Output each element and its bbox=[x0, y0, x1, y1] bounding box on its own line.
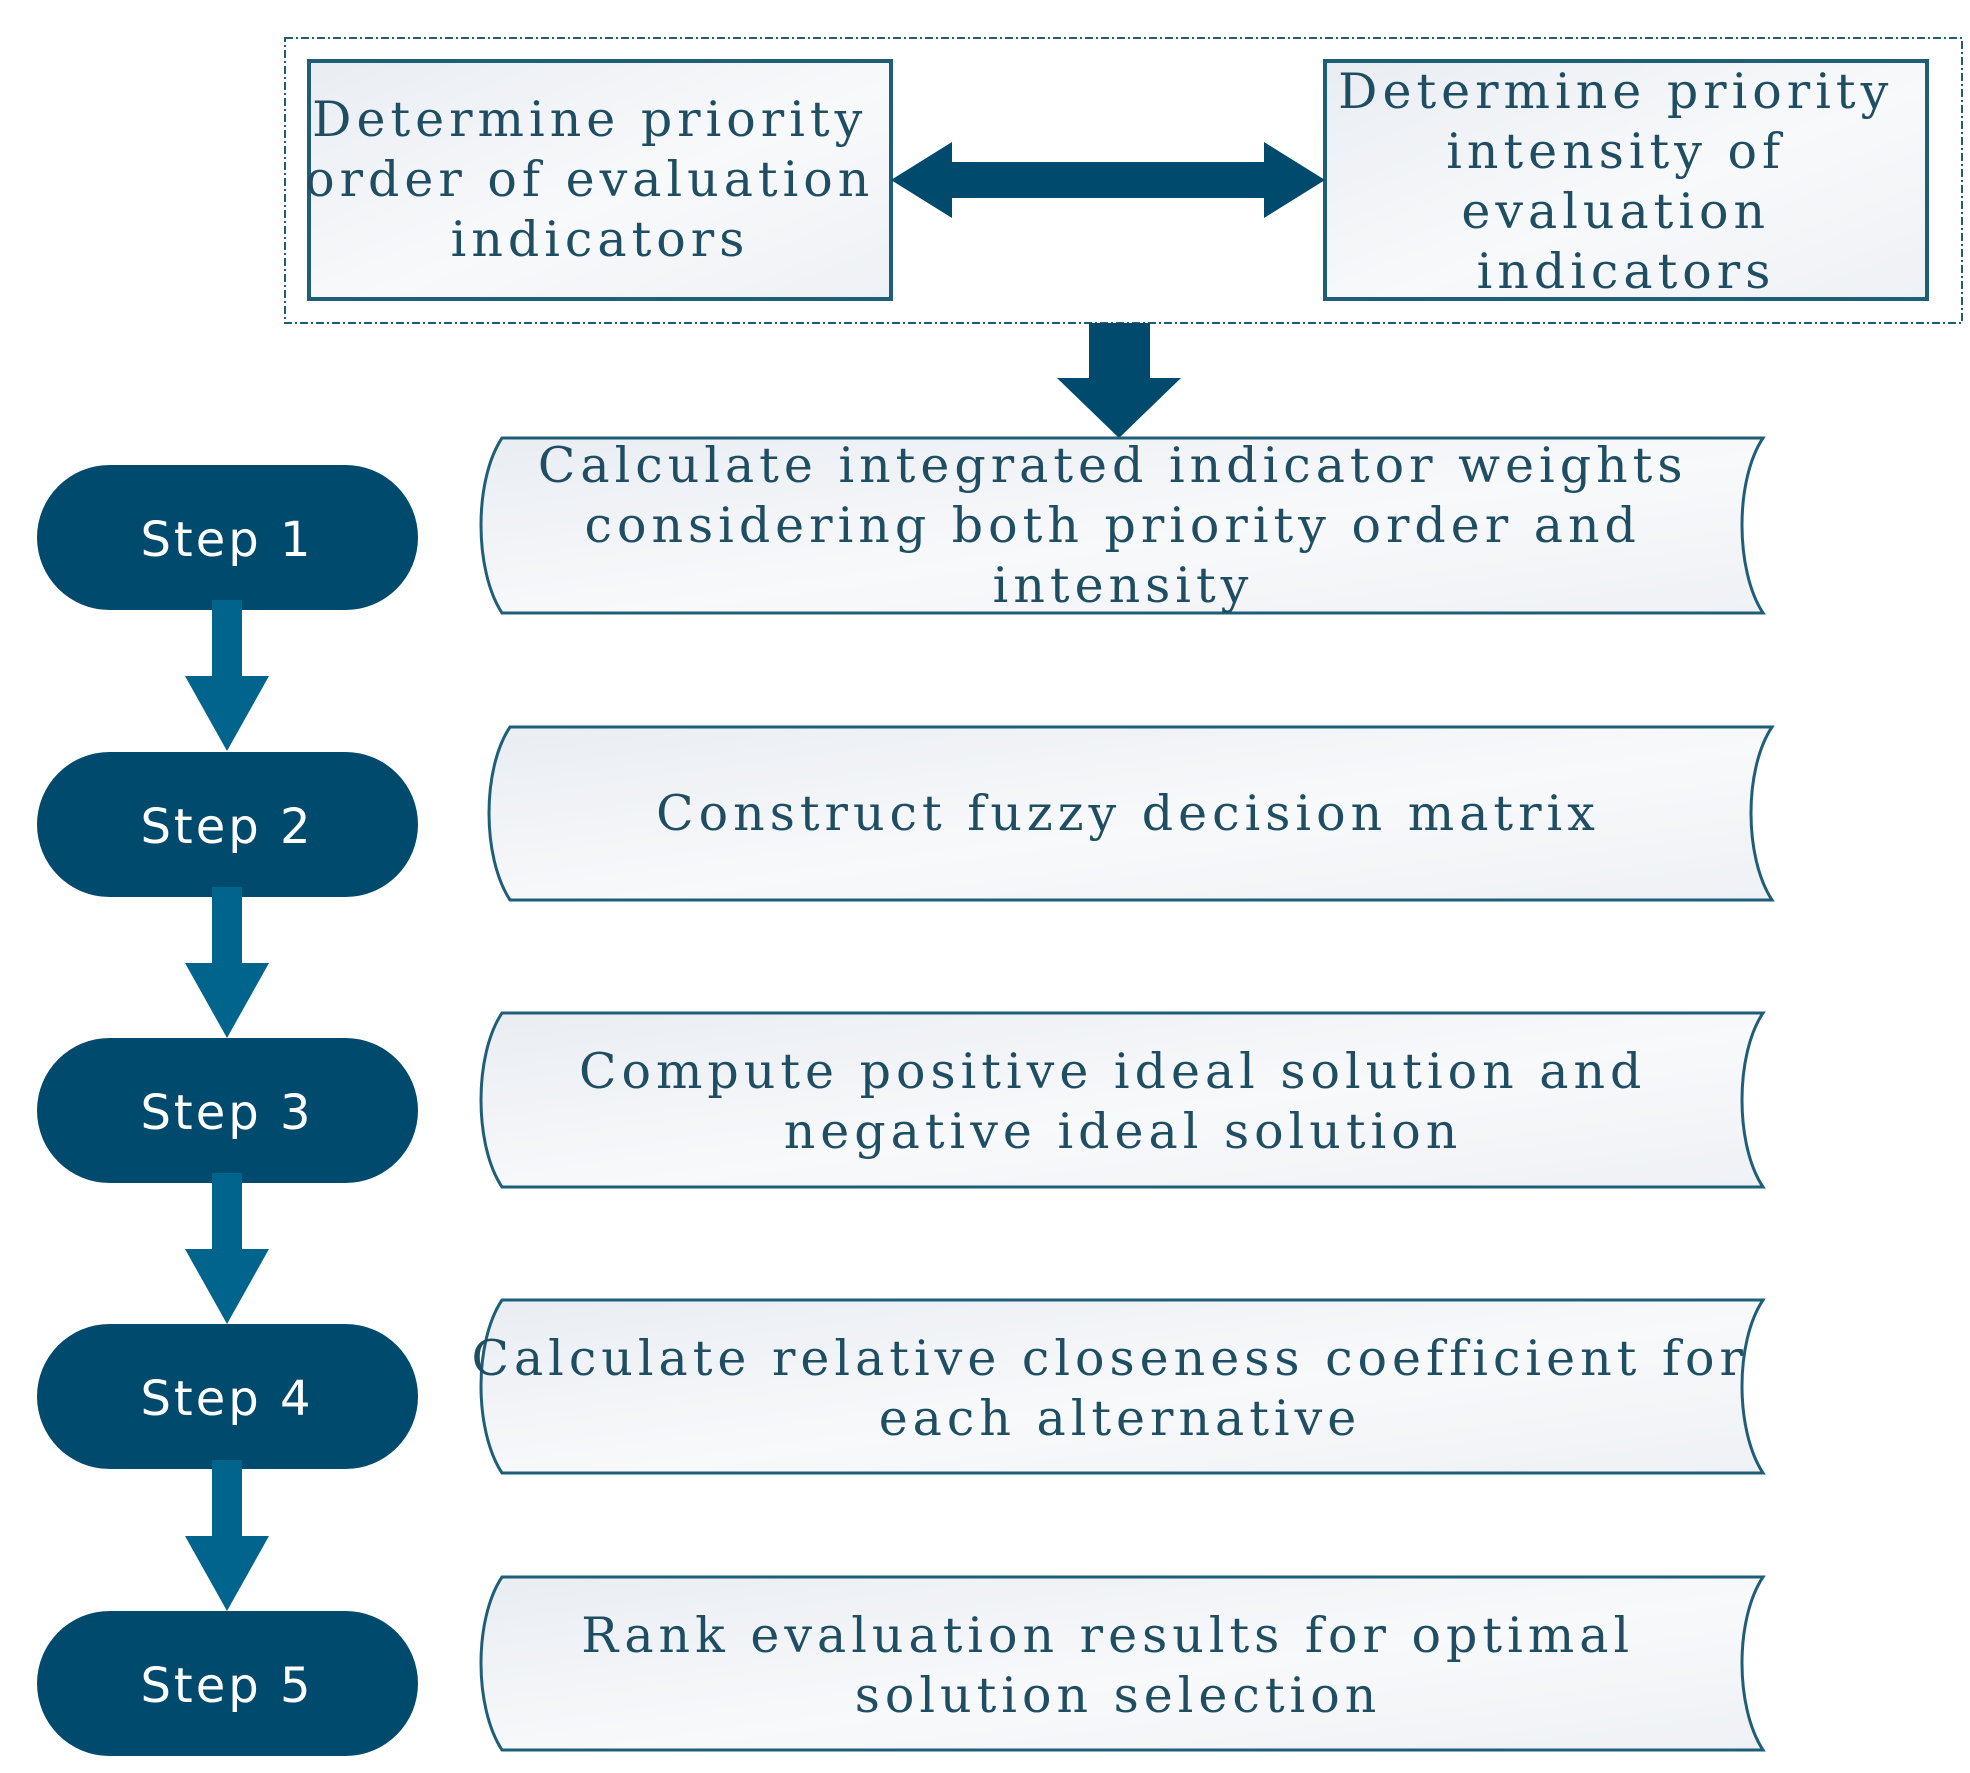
step-5-text-line-1: Rank evaluation results for optimal bbox=[581, 1607, 1634, 1664]
step-1-text-line-1: Calculate integrated indicator weights bbox=[538, 437, 1688, 494]
priority-intensity-line-2: intensity of bbox=[1446, 123, 1785, 180]
step-3-label: Step 3 bbox=[140, 1085, 313, 1141]
step-5-text-line-2: solution selection bbox=[855, 1667, 1382, 1724]
priority-order-line-2: order of evaluation bbox=[305, 151, 874, 208]
svg-text:Determine priority order: Determine priority order of evaluation i… bbox=[305, 91, 895, 268]
step-2-box bbox=[487, 725, 1775, 902]
step-5-label: Step 5 bbox=[140, 1658, 313, 1714]
step-3-text-line-1: Compute positive ideal solution and bbox=[579, 1043, 1646, 1100]
step-3-pill bbox=[37, 1038, 418, 1183]
step-2-to-3-arrow bbox=[185, 887, 269, 1038]
priority-intensity-line-3: evaluation bbox=[1461, 183, 1770, 240]
step-row-1: Step 1 Calculate integrated indicator we… bbox=[37, 436, 1766, 615]
step-row-4: Step 4 Calculate relative closeness coef… bbox=[37, 1298, 1768, 1475]
step-2-label: Step 2 bbox=[140, 799, 313, 855]
step-1-label: Step 1 bbox=[140, 512, 313, 568]
step-4-text-line-2: each alternative bbox=[879, 1390, 1362, 1447]
step-2-pill bbox=[37, 752, 418, 897]
step-1-box bbox=[479, 436, 1766, 615]
step-5-pill bbox=[37, 1611, 418, 1756]
step-1-to-2-arrow bbox=[185, 600, 269, 751]
step-2-text-line-1: Construct fuzzy decision matrix bbox=[656, 785, 1600, 842]
svg-text:Rank evaluation results for op: Rank evaluation results for optimal solu… bbox=[581, 1607, 1654, 1724]
step-4-to-5-arrow bbox=[185, 1460, 269, 1611]
step-4-label: Step 4 bbox=[140, 1371, 313, 1427]
svg-text:Calculate integrated indicator: Calculate integrated indicator weights c… bbox=[538, 437, 1708, 614]
step-3-text-line-2: negative ideal solution bbox=[784, 1103, 1463, 1160]
svg-text:Compute positive ideal solutio: Compute positive ideal solution and nega… bbox=[579, 1043, 1667, 1160]
priority-intensity-line-1: Determine priority bbox=[1338, 63, 1893, 120]
priority-intensity-box: Determine priority intensity of evaluati… bbox=[1323, 59, 1929, 301]
priority-order-box: Determine priority order of evaluation i… bbox=[305, 59, 895, 301]
step-row-2: Step 2 Construct fuzzy decision matrix bbox=[37, 725, 1775, 902]
step-1-text-line-2: considering both priority order and bbox=[585, 497, 1641, 554]
group-down-arrow bbox=[1057, 323, 1181, 438]
priority-order-line-3: indicators bbox=[451, 211, 750, 268]
step-4-pill bbox=[37, 1324, 418, 1469]
svg-text:Calculate relative closeness c: Calculate relative closeness coefficient… bbox=[471, 1330, 1768, 1447]
step-3-box bbox=[479, 1011, 1766, 1189]
step-5-box bbox=[479, 1575, 1766, 1752]
step-1-text-line-3: intensity bbox=[993, 557, 1254, 614]
step-row-3: Step 3 Compute positive ideal solution a… bbox=[37, 1011, 1766, 1189]
svg-text:Determine priority inten: Determine priority intensity of evaluati… bbox=[1338, 63, 1914, 300]
step-3-to-4-arrow bbox=[185, 1173, 269, 1324]
step-row-5: Step 5 Rank evaluation results for optim… bbox=[37, 1575, 1766, 1756]
priority-order-line-1: Determine priority bbox=[312, 91, 867, 148]
svg-text:Construct fuzzy decision matri: Construct fuzzy decision matrix bbox=[656, 785, 1600, 842]
priority-intensity-line-4: indicators bbox=[1477, 243, 1776, 300]
step-4-text-line-1: Calculate relative closeness coefficient… bbox=[471, 1330, 1748, 1387]
step-4-box bbox=[479, 1298, 1766, 1475]
bidirectional-arrow bbox=[891, 142, 1325, 218]
step-1-pill bbox=[37, 465, 418, 610]
